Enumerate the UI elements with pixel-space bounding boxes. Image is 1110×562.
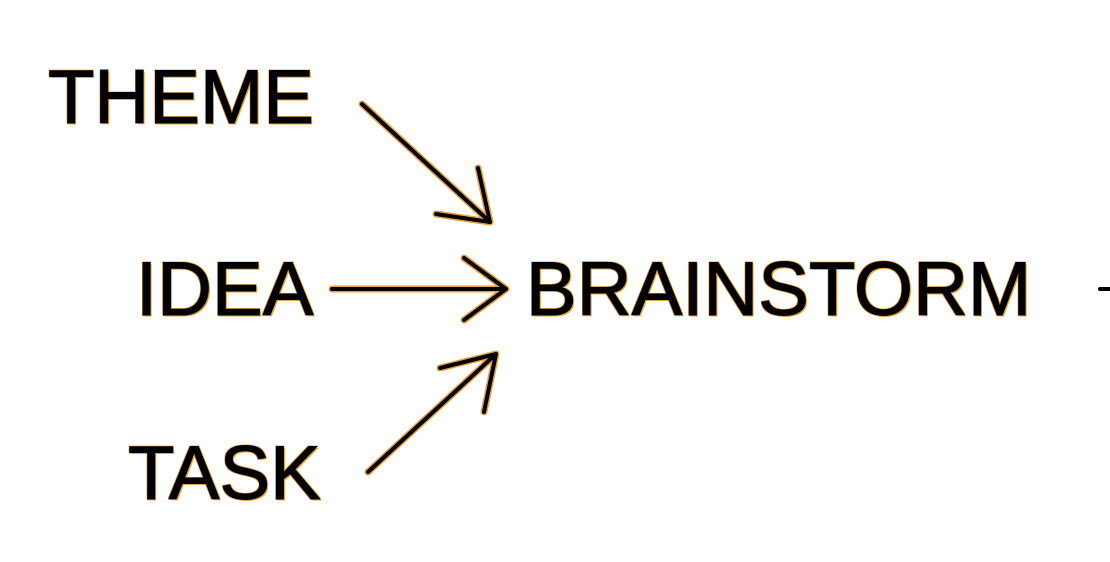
idea-label: IDEA [135, 247, 314, 332]
brainstorm-label: BRAINSTORM [525, 247, 1032, 332]
arrow-theme-to-brainstorm [358, 100, 494, 226]
task-label: TASK [128, 431, 322, 516]
arrow-task-to-brainstorm [364, 350, 500, 476]
arrow-idea-to-brainstorm [328, 254, 510, 324]
theme-label: THEME [48, 55, 315, 140]
